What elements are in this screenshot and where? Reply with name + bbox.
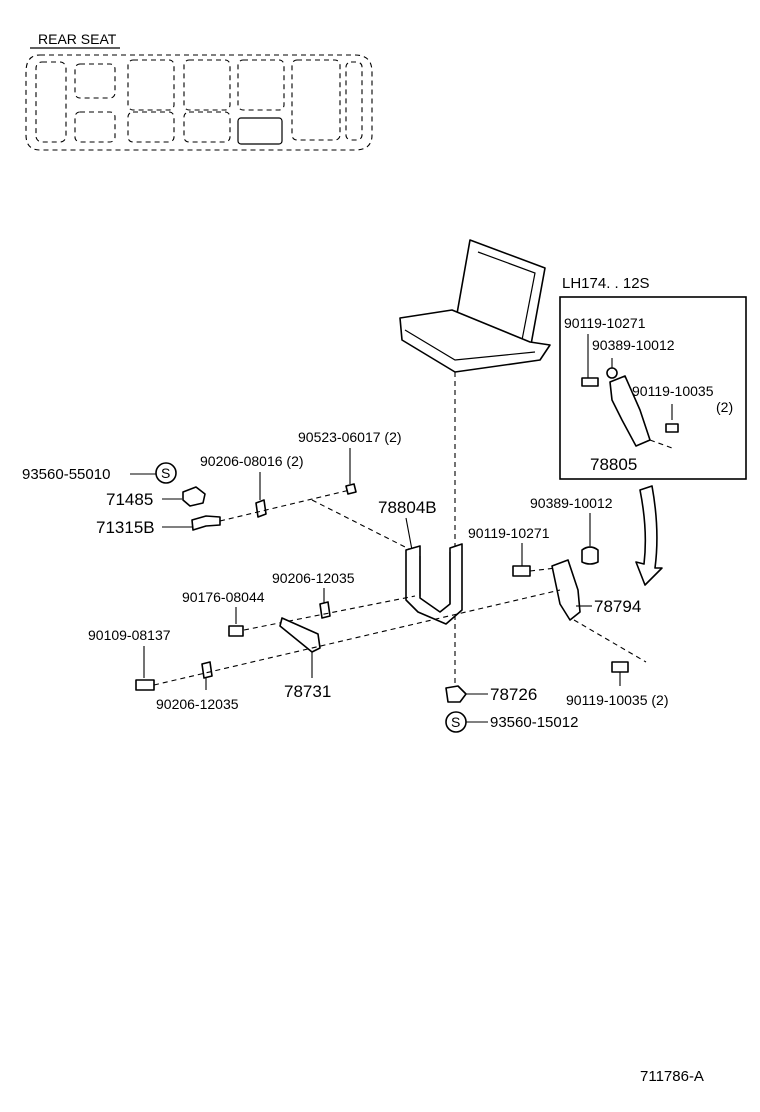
section-label: REAR SEAT [38, 31, 117, 47]
washer-icon-90206-08016 [255, 499, 267, 518]
label-90109-08137: 90109-08137 [88, 627, 171, 643]
s-mark-top: S [161, 465, 170, 481]
label-78804B: 78804B [378, 498, 437, 517]
bracket-icon-78804B [405, 543, 463, 625]
label-90523-06017: 90523-06017 (2) [298, 429, 402, 445]
cap-icon-71485 [182, 486, 206, 507]
label-93560-55010: 93560-55010 [22, 466, 110, 483]
inset-nut-icon [606, 367, 618, 379]
nut-icon-90389-10012 [581, 546, 599, 565]
inset-box [559, 296, 747, 480]
label-90206-12035-bottom: 90206-12035 [156, 696, 239, 712]
plate-icon-78731 [279, 617, 321, 653]
bracket-icon-78794 [551, 559, 581, 621]
inset-panel: LH174. . 12S 90119-10271 90389-10012 901… [559, 275, 747, 480]
label-78731: 78731 [284, 682, 331, 701]
bolt-icon-90119-10035 [611, 661, 629, 673]
vehicle-layout: REAR SEAT [25, 31, 373, 151]
label-71315B: 71315B [96, 518, 155, 537]
clip-icon-78726 [445, 685, 467, 703]
nut-icon-90176-08044 [228, 625, 244, 637]
label-90389-10012: 90389-10012 [530, 495, 613, 511]
s-mark-bottom: S [451, 714, 460, 730]
seat-rows [35, 59, 363, 143]
inset-bolt-icon [581, 377, 599, 387]
diagram-code: 711786-A [640, 1068, 704, 1085]
inset-label-bracket: 78805 [590, 455, 637, 474]
label-90206-12035-top: 90206-12035 [272, 570, 355, 586]
label-90119-10271: 90119-10271 [468, 525, 550, 541]
inset-label-bolt: 90119-10271 [564, 315, 646, 331]
label-90206-08016: 90206-08016 (2) [200, 453, 304, 469]
inset-label-nut: 90389-10012 [592, 337, 675, 353]
label-78794: 78794 [594, 597, 641, 616]
label-90176-08044: 90176-08044 [182, 589, 265, 605]
bolt-icon-71315B [191, 515, 221, 531]
vehicle-outline [25, 54, 373, 151]
inset-label-bolt2: 90119-10035 [632, 383, 714, 399]
bolt-icon-90119-10271 [512, 565, 531, 577]
inset-label-qty: (2) [716, 399, 733, 415]
callout-arrow [635, 485, 663, 586]
bottom-center-cluster: 78726 S 93560-15012 [445, 685, 578, 733]
washer-icon-90206-12035-top [319, 601, 331, 619]
bolt-icon-90109-08137 [135, 679, 155, 691]
s-mark-icon-top [155, 462, 177, 484]
rear-seat-assembly [399, 239, 551, 373]
clip-icon-90523-06017 [345, 483, 357, 495]
rear-seat-highlight [237, 117, 283, 145]
right-cluster: 90389-10012 90119-10271 78794 90119-1003… [468, 495, 668, 708]
label-78726: 78726 [490, 685, 537, 704]
label-93560-15012: 93560-15012 [490, 714, 578, 731]
lower-left-cluster: 90206-12035 90176-08044 78731 90109-0813… [88, 570, 561, 712]
inset-title: LH174. . 12S [562, 275, 650, 292]
inset-bolt2-icon [665, 423, 679, 433]
bracket-78804B: 78804B [378, 498, 463, 625]
label-71485: 71485 [106, 490, 153, 509]
inset-bracket-icon [609, 375, 651, 447]
label-90119-10035: 90119-10035 (2) [566, 692, 668, 708]
washer-icon-90206-12035-bottom [201, 661, 213, 679]
left-cluster: S 93560-55010 71485 71315B 90206-08016 (… [22, 429, 416, 553]
